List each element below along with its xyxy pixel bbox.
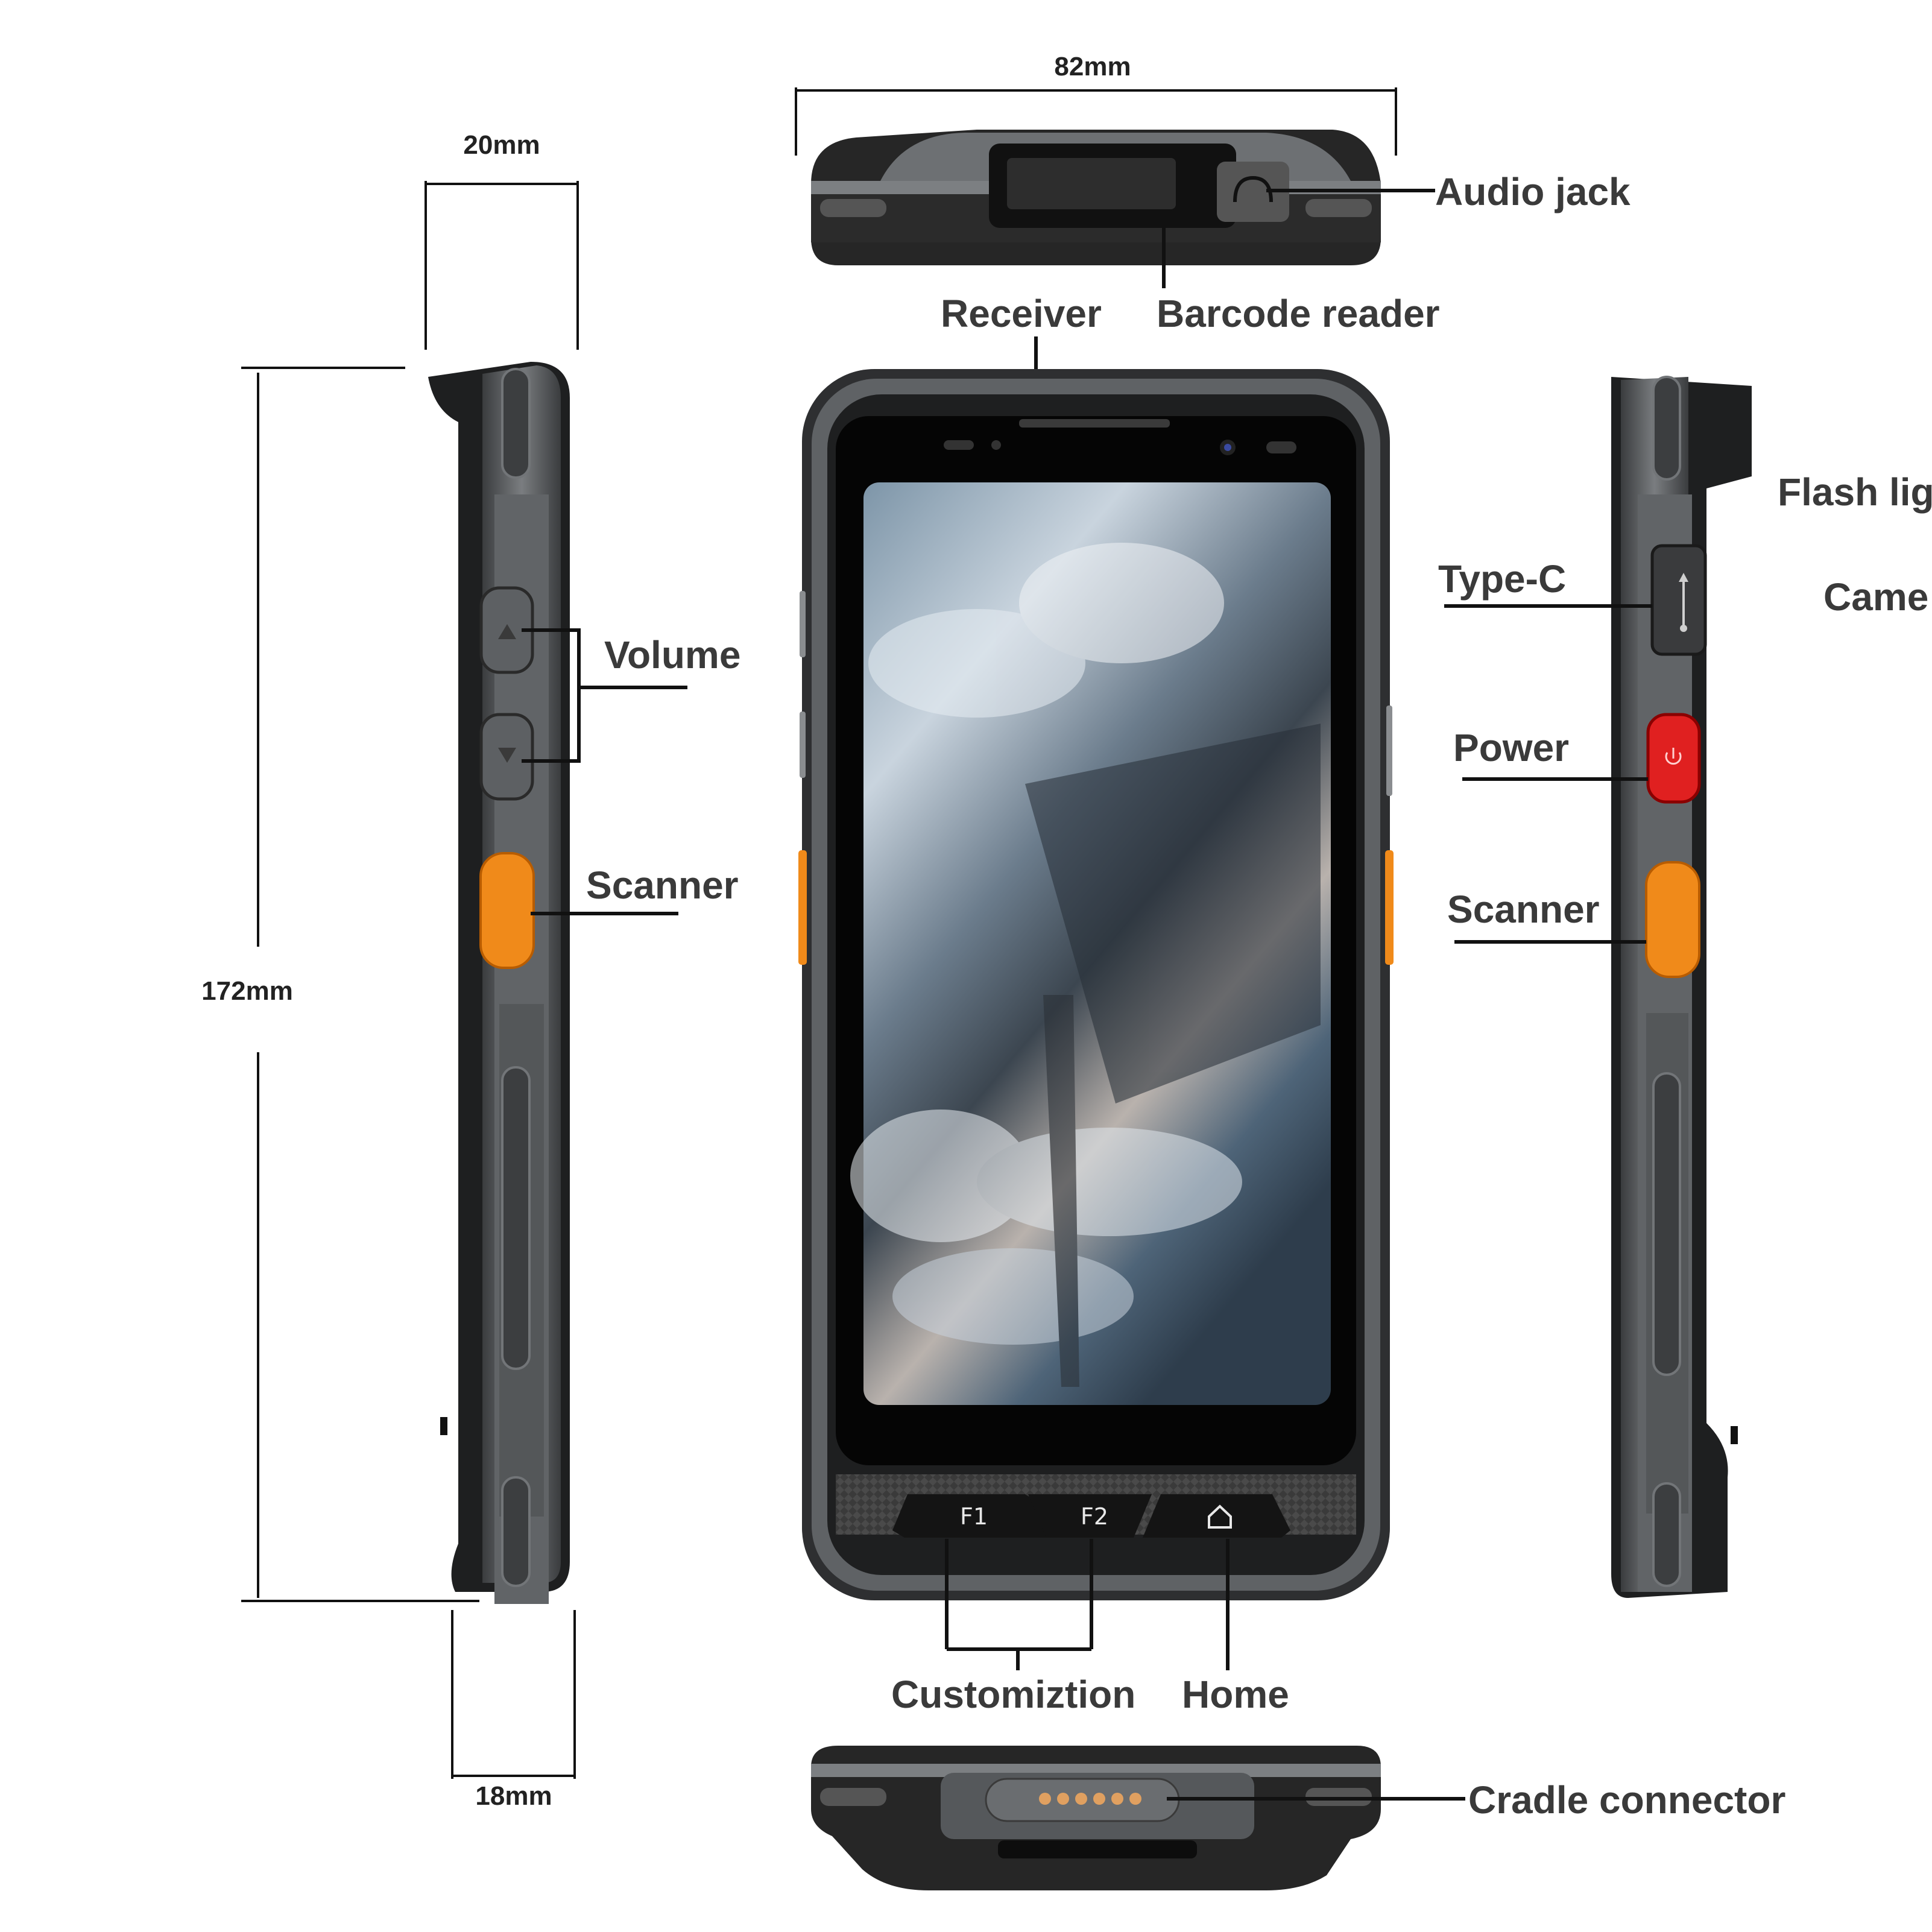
height-dimension: 172mm	[201, 367, 479, 1602]
volume-callout: Volume	[522, 628, 740, 763]
right-side-view	[1611, 376, 1752, 1598]
key-callouts: Customiztion Home	[891, 1539, 1289, 1716]
power-label: Power	[1453, 726, 1569, 769]
cradle-connector-label: Cradle connector	[1468, 1778, 1785, 1822]
camera-label: Came	[1823, 575, 1928, 619]
depth-bottom-label: 18mm	[475, 1781, 552, 1811]
customization-label: Customiztion	[891, 1673, 1135, 1716]
barcode-reader-label: Barcode reader	[1157, 292, 1440, 335]
right-scanner-button[interactable]	[1645, 861, 1700, 978]
height-label: 172mm	[201, 976, 293, 1006]
left-scanner-button[interactable]	[479, 852, 535, 969]
usb-icon	[1679, 573, 1688, 632]
f2-key[interactable]: F2	[1081, 1503, 1108, 1530]
type-c-port[interactable]	[1650, 544, 1707, 656]
volume-label: Volume	[604, 633, 740, 677]
top-view	[811, 130, 1381, 265]
audio-jack-label: Audio jack	[1435, 170, 1631, 213]
width-label: 82mm	[1054, 52, 1131, 81]
flash-light-label: Flash lig	[1778, 470, 1932, 514]
receiver-label: Receiver	[941, 292, 1102, 335]
front-view: F1 F2	[798, 369, 1394, 1600]
left-side-view	[428, 362, 570, 1604]
connector-pins	[1039, 1793, 1141, 1805]
left-scanner-label: Scanner	[586, 863, 739, 907]
home-label: Home	[1182, 1673, 1289, 1716]
depth-dimension-top: 20mm	[425, 130, 579, 350]
home-icon[interactable]	[1208, 1504, 1232, 1529]
right-scanner-label: Scanner	[1447, 888, 1600, 931]
power-icon	[1665, 748, 1682, 765]
depth-dimension-bottom: 18mm	[451, 1610, 576, 1811]
bottom-view	[811, 1746, 1381, 1890]
type-c-label: Type-C	[1438, 557, 1566, 601]
width-dimension: 82mm	[795, 52, 1397, 156]
depth-top-label: 20mm	[463, 130, 540, 160]
f1-key[interactable]: F1	[960, 1503, 988, 1530]
